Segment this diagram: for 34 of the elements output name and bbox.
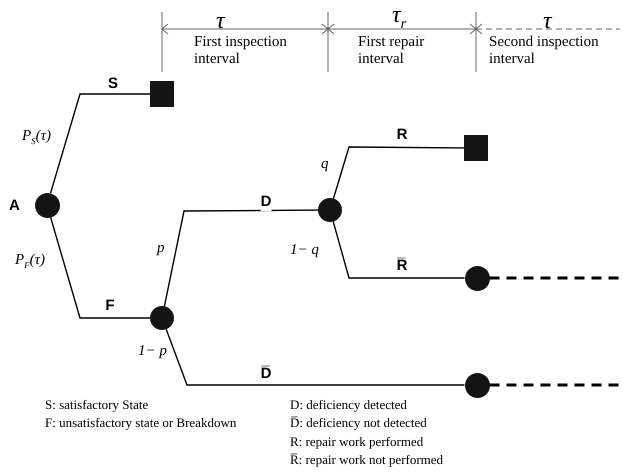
- interval-label: First inspection interval: [194, 34, 288, 68]
- branch-line: [50, 216, 150, 319]
- terminal-square: [150, 81, 174, 107]
- probability-label: P$_{F}$(τ): [15, 252, 46, 270]
- probability-label: q: [321, 156, 328, 174]
- key-note: D: deficiency detected: [290, 398, 407, 413]
- chance-node-circle: [464, 266, 490, 290]
- key-note: R̅: repair work not performed: [290, 453, 444, 468]
- probability-label: 1− q: [290, 242, 319, 260]
- interval-label: Second inspection interval: [489, 34, 600, 68]
- dashed-branch-line: [490, 384, 620, 386]
- dashed-branch-line: [490, 276, 620, 280]
- key-note: S: satisfactory State: [45, 398, 148, 413]
- chance-node-circle: [318, 198, 342, 222]
- edge-label: D: [260, 194, 272, 210]
- key-note: F: unsatisfactory state or Breakdown: [45, 416, 236, 431]
- probability-label: p: [157, 240, 164, 258]
- probability-label: P$_{S}$(τ): [22, 128, 52, 146]
- branch-line: [50, 93, 150, 194]
- terminal-square: [464, 135, 488, 161]
- chance-node-circle: [34, 192, 60, 218]
- interval-label: First repair interval: [358, 34, 426, 68]
- branch-line: [164, 209, 318, 306]
- interval-symbol: τ: [216, 8, 225, 36]
- key-note: R: repair work performed: [290, 435, 424, 450]
- node-label: A: [9, 197, 20, 214]
- interval-symbol: τ$_{r}$: [392, 2, 406, 32]
- probability-label: 1− p: [138, 343, 167, 360]
- interval-symbol: τ: [543, 8, 552, 36]
- chance-node-circle: [150, 306, 174, 330]
- branch-line: [166, 329, 464, 386]
- chance-node-circle: [464, 372, 490, 398]
- branch-line: [332, 221, 464, 279]
- branch-line: [332, 146, 464, 199]
